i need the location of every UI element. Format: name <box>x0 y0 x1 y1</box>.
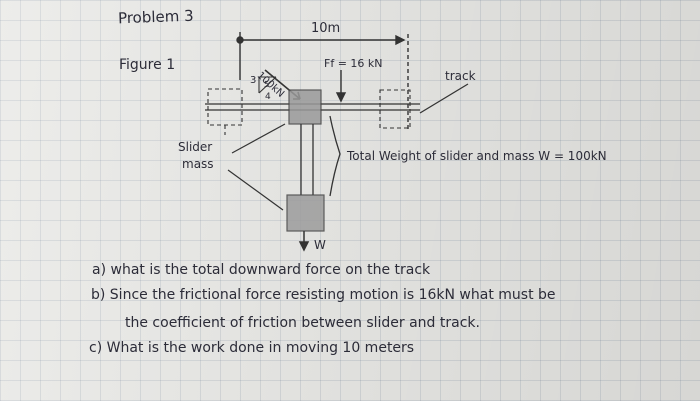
weight-arrow <box>298 231 310 252</box>
question-a: a) what is the total downward force on t… <box>92 262 431 278</box>
label-leaders <box>227 123 286 211</box>
mass-label: mass <box>182 157 214 171</box>
figure-label: Figure 1 <box>119 57 176 73</box>
track-label: track <box>445 69 476 83</box>
hanger-rods <box>300 124 314 195</box>
weight-label: W <box>314 238 326 252</box>
brace <box>329 115 341 197</box>
slope-side-label: 5 <box>264 80 270 89</box>
dimension-label: 10m <box>311 21 341 36</box>
dimension-line <box>236 32 409 132</box>
friction-arrow <box>335 70 347 103</box>
end-position-dashed <box>379 89 411 129</box>
question-b-line2: the coefficient of friction between slid… <box>125 315 480 331</box>
slope-run-label: 4 <box>265 92 271 102</box>
slider-label: Slider <box>178 140 213 154</box>
question-c: c) What is the work done in moving 10 me… <box>89 340 415 356</box>
question-b-line1: b) Since the frictional force resisting … <box>91 287 556 303</box>
slider-block <box>288 89 322 125</box>
slope-triangle <box>258 76 277 94</box>
hanging-mass <box>286 194 325 232</box>
friction-label: Ff = 16 kN <box>324 57 383 70</box>
start-position-dashed <box>207 88 243 135</box>
slope-rise-label: 3 <box>250 75 257 86</box>
total-weight-note: Total Weight of slider and mass W = 100k… <box>347 149 607 163</box>
track <box>205 83 469 114</box>
